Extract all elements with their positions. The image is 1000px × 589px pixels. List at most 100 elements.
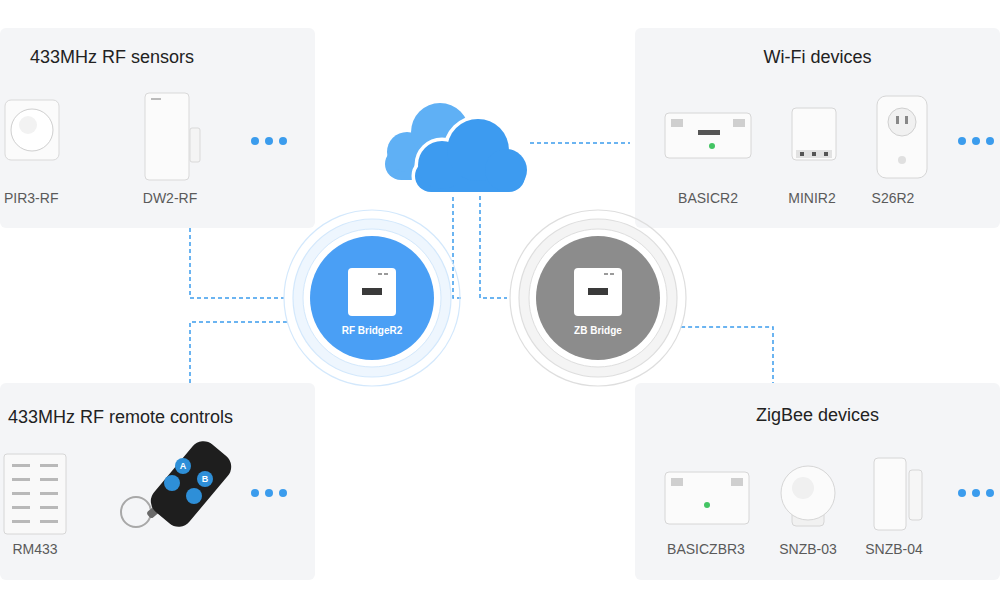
key (12, 506, 30, 509)
dashed-connector (190, 322, 287, 383)
terminal (731, 478, 743, 486)
key (40, 506, 58, 509)
device-name: DW2-RF (143, 191, 197, 205)
button-letter: B (202, 475, 209, 484)
sensor-lens (11, 109, 53, 151)
door-sensor-icon (145, 93, 200, 180)
more-dots (251, 137, 287, 145)
sensor-body (145, 93, 189, 180)
device-name: S26R2 (872, 191, 915, 205)
key (12, 464, 30, 467)
hub-disc (310, 236, 434, 360)
key (12, 492, 30, 495)
plug-socket (888, 108, 916, 136)
bridge-name: RF BridgeR2 (277, 324, 467, 337)
terminal (671, 478, 683, 486)
dot (958, 137, 966, 145)
cloud-part (485, 149, 527, 191)
dot (972, 137, 980, 145)
more-dots (958, 489, 994, 497)
signal-ring (510, 210, 686, 386)
dot (251, 137, 259, 145)
dot (986, 489, 994, 497)
key-ring (121, 497, 151, 527)
hub-disc (536, 236, 660, 360)
fob-button (164, 475, 180, 491)
button-letter: A (180, 462, 187, 471)
key (40, 464, 58, 467)
device-name: RM433 (12, 542, 57, 556)
motion-sensor-icon (5, 100, 59, 160)
module-logo (698, 130, 720, 135)
sensor-led (151, 98, 161, 100)
sensor-stand (792, 508, 824, 526)
more-dots (251, 489, 287, 497)
switch-module-icon (665, 113, 751, 158)
cloud-part (485, 149, 527, 191)
socket-hole (905, 116, 908, 124)
fob-button (197, 471, 213, 487)
bridge-led (384, 273, 388, 275)
device-name: BASICR2 (678, 191, 738, 205)
module-body (665, 113, 751, 158)
sensor-magnet (909, 470, 922, 520)
bridge-hub-circle: ZB Bridge (503, 203, 693, 393)
module-led (709, 143, 715, 149)
terminal (812, 152, 816, 156)
cloud-icon (385, 103, 527, 192)
fob-button (175, 458, 191, 474)
device-name: PIR3-RF (4, 191, 58, 205)
dot (265, 489, 273, 497)
dot (279, 489, 287, 497)
dot (986, 137, 994, 145)
sensor-body (874, 458, 906, 530)
bridge-led (378, 273, 382, 275)
group-heading: 433MHz RF remote controls (8, 406, 233, 428)
hub-outline (503, 203, 693, 393)
sensor-magnet (190, 128, 200, 162)
module-led (704, 502, 710, 508)
key (40, 492, 58, 495)
terminal (824, 152, 828, 156)
bridge-device-icon (348, 268, 396, 316)
signal-ring (293, 219, 451, 377)
terminal (671, 119, 683, 127)
terminal (800, 152, 804, 156)
bridge-logo (362, 288, 382, 295)
dot (972, 489, 980, 497)
device-name: SNZB-03 (779, 542, 837, 556)
dot (279, 137, 287, 145)
sensor-body (781, 466, 835, 520)
signal-ring (284, 210, 460, 386)
dot (251, 489, 259, 497)
key (40, 520, 58, 523)
socket-hole (896, 116, 899, 124)
bridge-hub-circle: RF BridgeR2 (277, 203, 467, 393)
key (40, 478, 58, 481)
terminal-strip (796, 150, 832, 158)
plug-button (898, 156, 906, 164)
device-name: SNZB-04 (865, 542, 923, 556)
fob-body (145, 436, 237, 533)
mini-switch-icon (792, 108, 836, 160)
hub-outline (277, 203, 467, 393)
remote-panel (4, 454, 66, 534)
lens-highlight (19, 116, 37, 134)
more-dots (958, 137, 994, 145)
zigbee-motion-sensor-icon (781, 466, 835, 526)
terminal (733, 119, 745, 127)
plug-body (877, 96, 927, 178)
smart-plug-icon (877, 96, 927, 178)
dashed-connector (681, 327, 773, 383)
bridge-cloud-link (480, 196, 507, 298)
group-heading: 433MHz RF sensors (30, 46, 194, 68)
front-cloud-outline (415, 119, 527, 192)
sensor-body (5, 100, 59, 160)
dot (958, 489, 966, 497)
dot (265, 137, 273, 145)
fob-chain (146, 499, 168, 519)
bridge-name: ZB Bridge (503, 324, 693, 337)
fob-button (186, 488, 202, 504)
